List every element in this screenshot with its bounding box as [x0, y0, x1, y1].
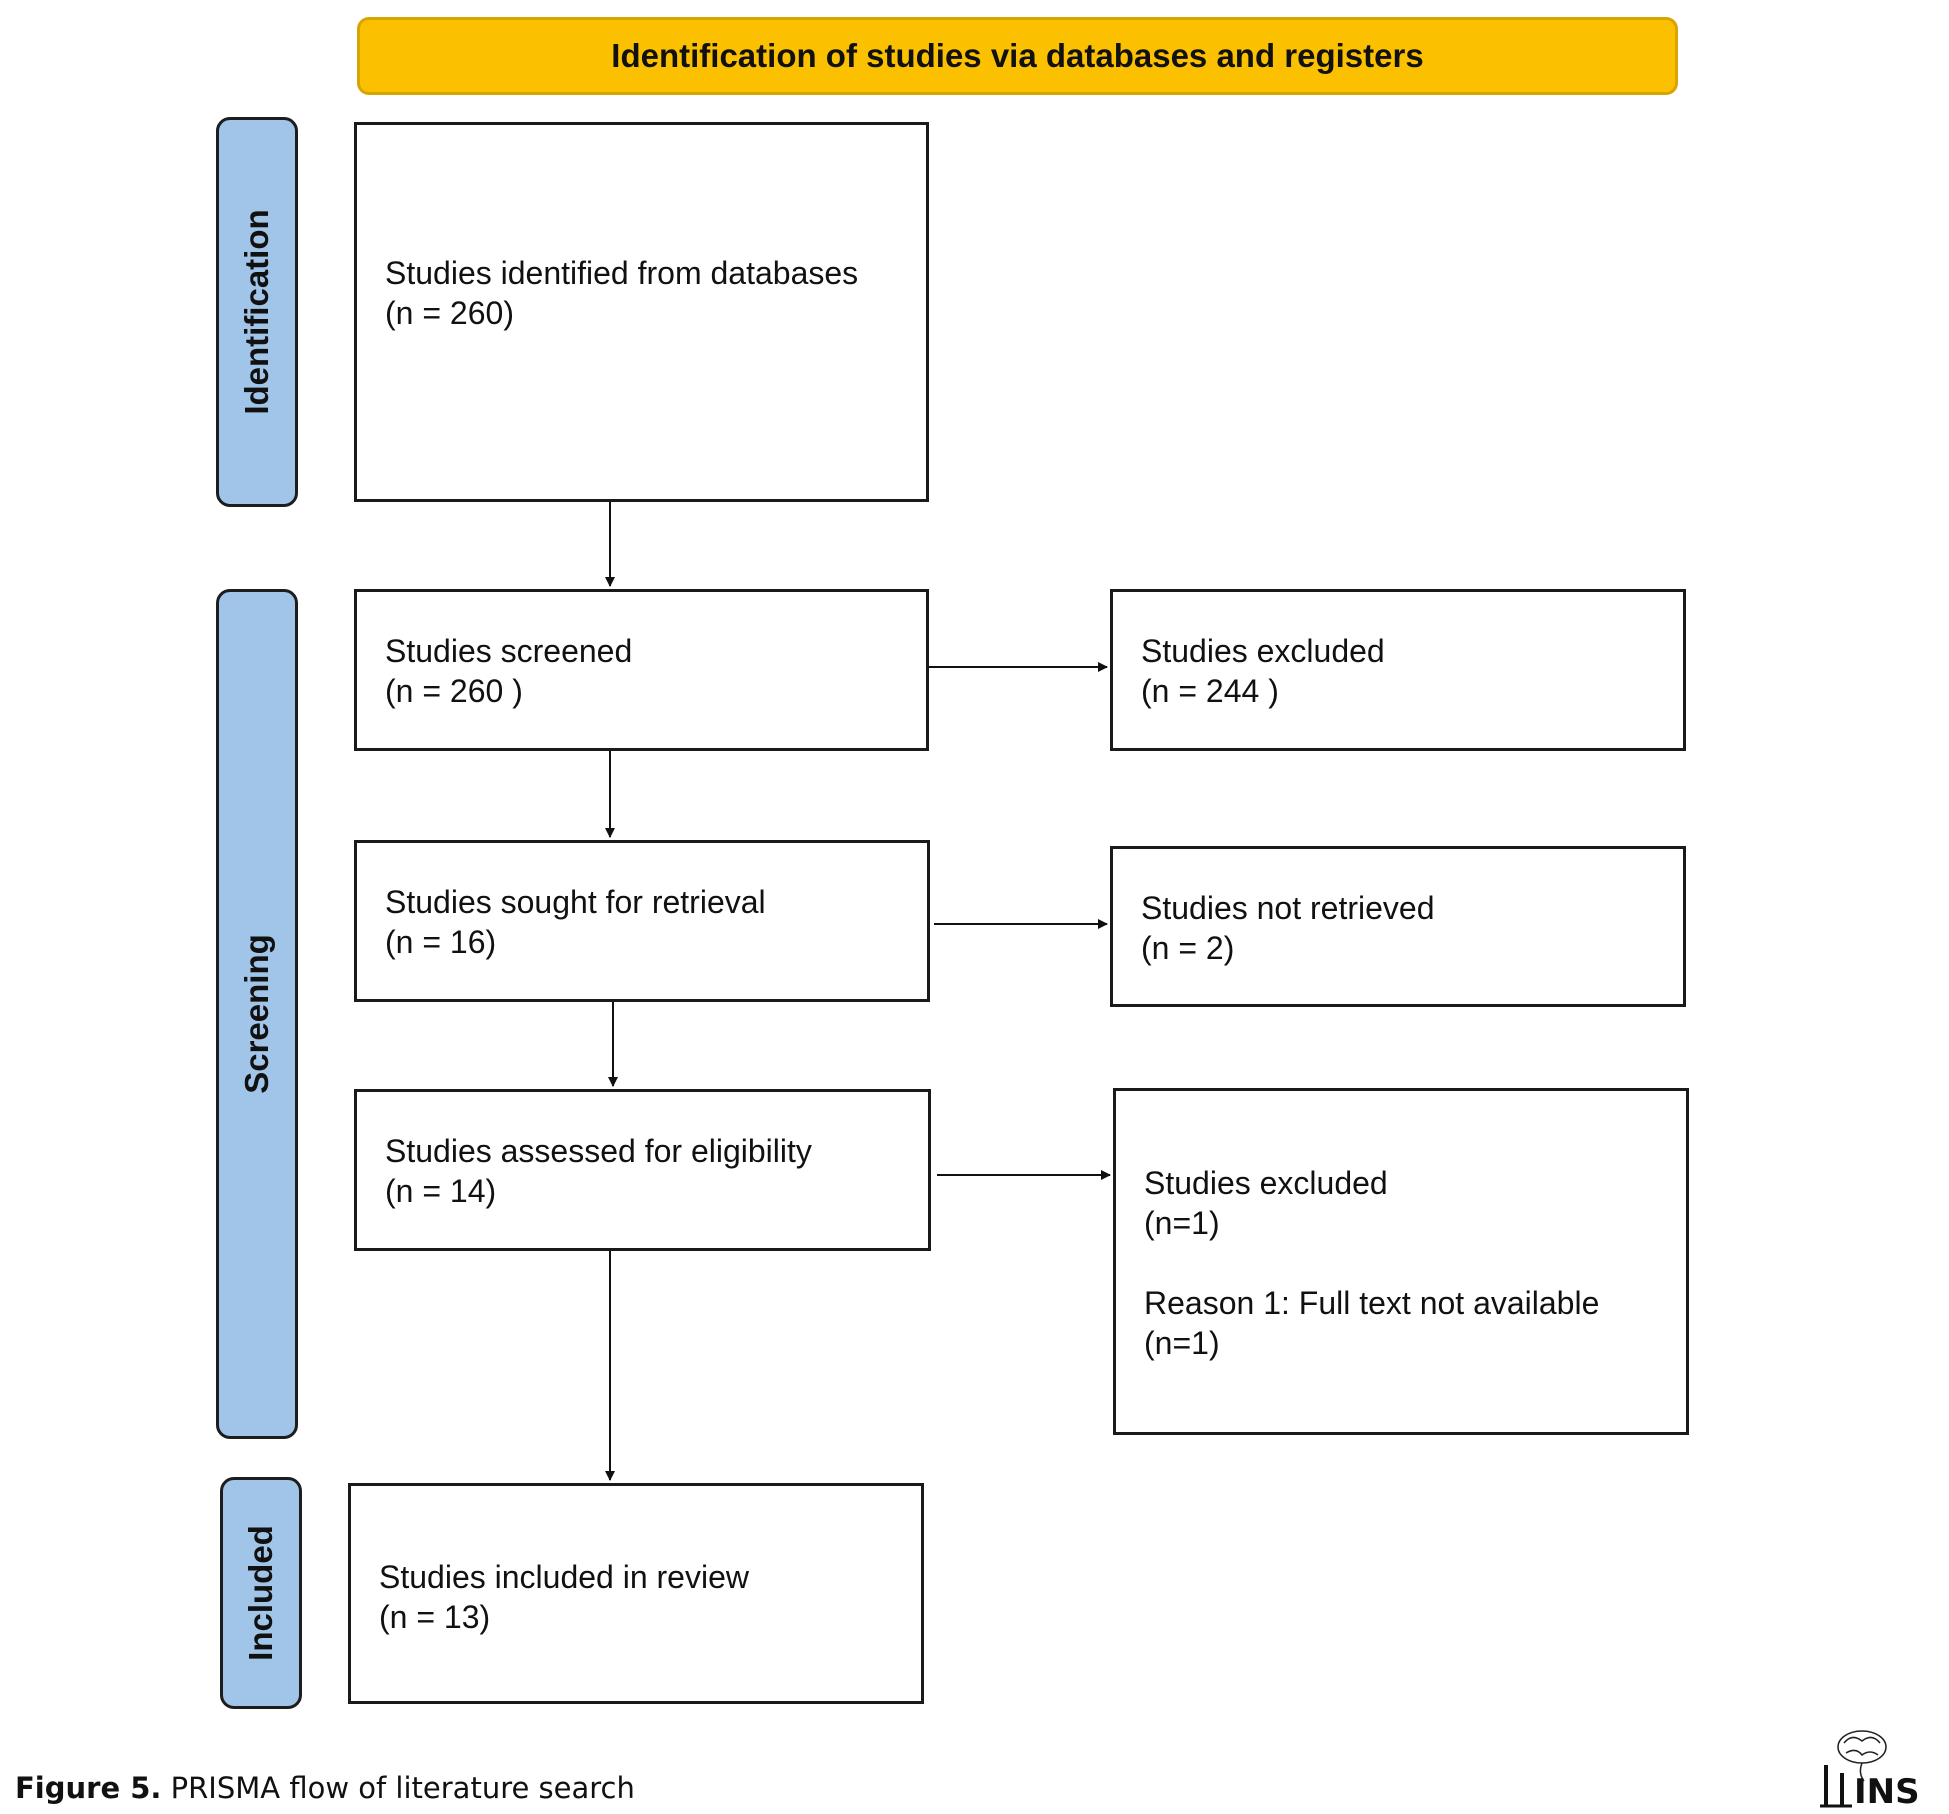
- box-included-label: Studies included in review: [379, 1559, 749, 1595]
- box-excluded-screening-count: (n = 244 ): [1141, 673, 1279, 709]
- header-title: Identification of studies via databases …: [611, 37, 1424, 74]
- header-banner: Identification of studies via databases …: [357, 17, 1678, 95]
- box-screened: Studies screened (n = 260 ): [354, 589, 929, 751]
- box-screened-count: (n = 260 ): [385, 673, 523, 709]
- figure-caption: Figure 5. PRISMA flow of literature sear…: [15, 1771, 635, 1805]
- box-screened-label: Studies screened: [385, 633, 633, 669]
- logo-text: INS: [1854, 1772, 1920, 1809]
- figure-caption-label: Figure 5.: [15, 1771, 162, 1805]
- box-included-count: (n = 13): [379, 1599, 491, 1635]
- box-included: Studies included in review (n = 13): [348, 1483, 924, 1704]
- box-excluded-eligibility: Studies excluded (n=1) Reason 1: Full te…: [1113, 1088, 1689, 1435]
- box-sought-label: Studies sought for retrieval: [385, 884, 766, 920]
- stage-included: Included: [220, 1477, 302, 1709]
- box-excluded-eligibility-count: (n=1): [1144, 1205, 1220, 1241]
- box-excluded-eligibility-label: Studies excluded: [1144, 1165, 1388, 1201]
- box-sought-count: (n = 16): [385, 924, 497, 960]
- box-excluded-eligibility-reason: Reason 1: Full text not available: [1144, 1285, 1600, 1321]
- box-not-retrieved-label: Studies not retrieved: [1141, 890, 1435, 926]
- figure-caption-text: PRISMA flow of literature search: [161, 1771, 635, 1805]
- box-assessed-count: (n = 14): [385, 1173, 497, 1209]
- box-excluded-screening: Studies excluded (n = 244 ): [1110, 589, 1686, 751]
- box-not-retrieved: Studies not retrieved (n = 2): [1110, 846, 1686, 1007]
- box-excluded-eligibility-reason-count: (n=1): [1144, 1325, 1220, 1361]
- box-assessed-label: Studies assessed for eligibility: [385, 1133, 812, 1169]
- box-not-retrieved-count: (n = 2): [1141, 930, 1235, 966]
- box-excluded-screening-label: Studies excluded: [1141, 633, 1385, 669]
- box-sought: Studies sought for retrieval (n = 16): [354, 840, 930, 1002]
- brain-logo-icon: INS: [1812, 1727, 1922, 1814]
- box-identified: Studies identified from databases (n = 2…: [354, 122, 929, 502]
- stage-identification: Identification: [216, 117, 298, 507]
- box-identified-label: Studies identified from databases: [385, 255, 859, 291]
- box-identified-count: (n = 260): [385, 295, 514, 331]
- box-assessed: Studies assessed for eligibility (n = 14…: [354, 1089, 931, 1251]
- logo-graphic: INS: [1820, 1730, 1920, 1812]
- stage-screening: Screening: [216, 589, 298, 1439]
